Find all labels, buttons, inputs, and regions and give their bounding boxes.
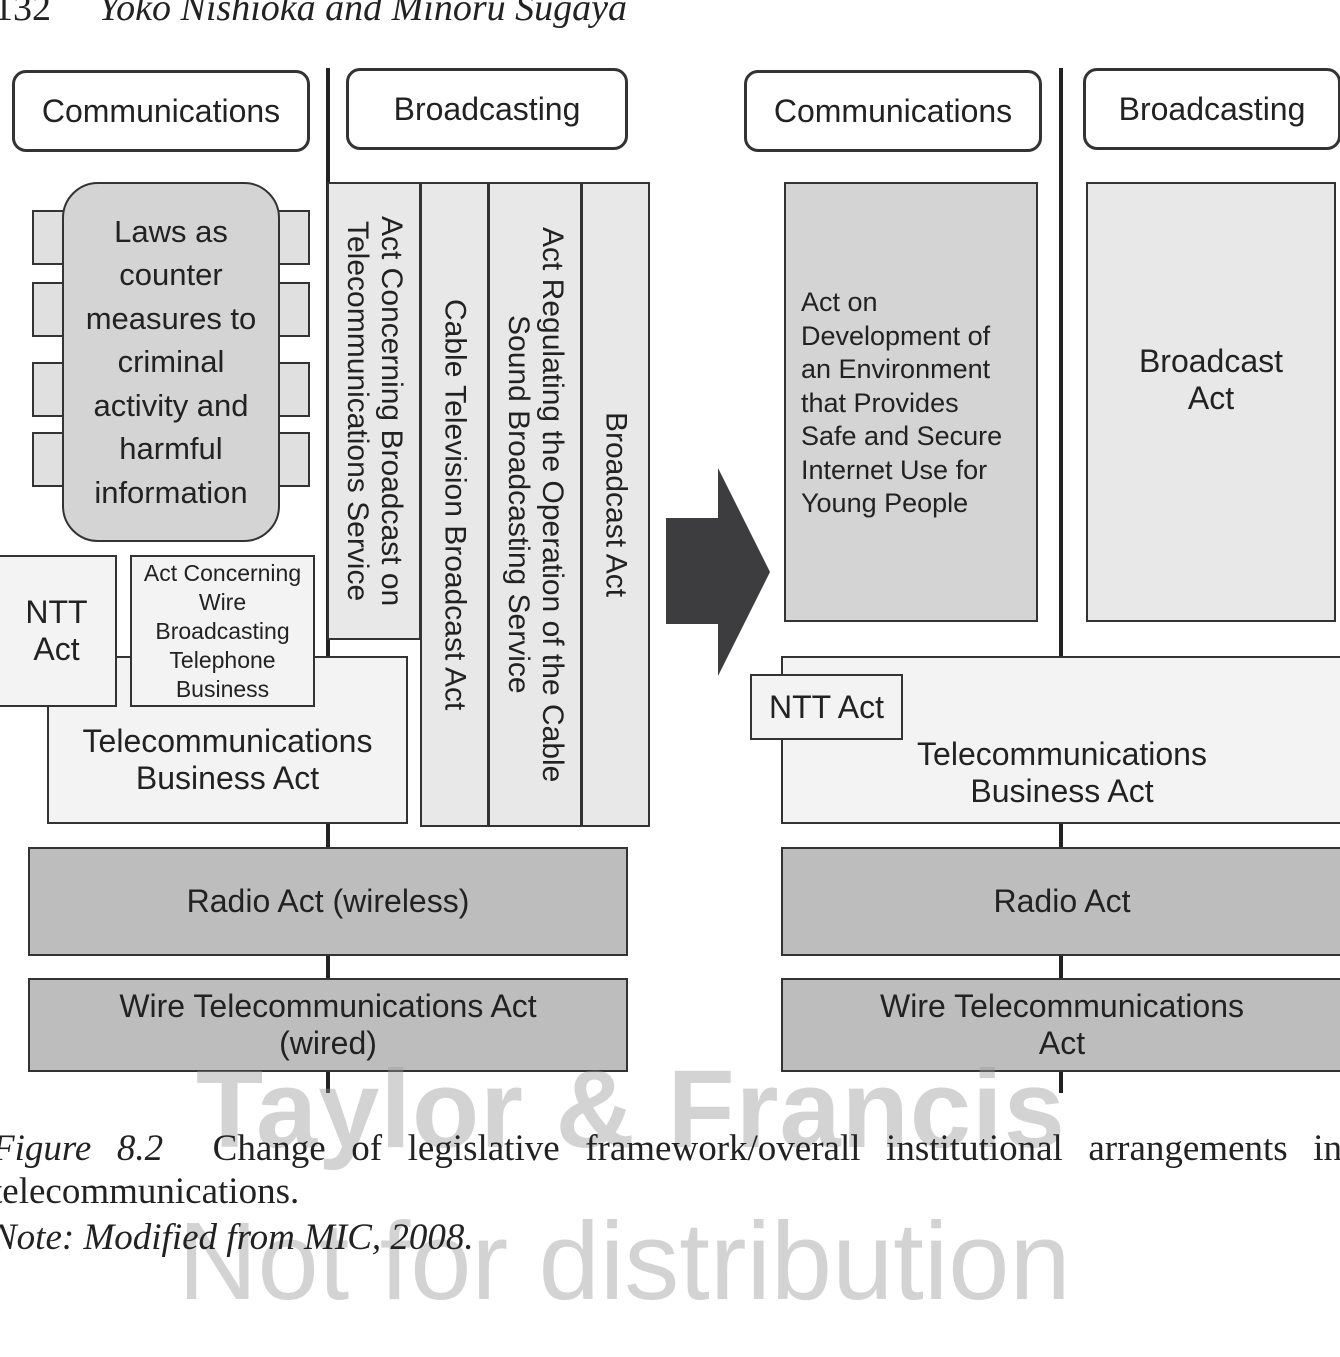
right-broadcast-act: Broadcast Act [1086,182,1336,622]
figure-caption-text: Change of legislative framework/overall … [0,1128,1340,1212]
right-radio-act: Radio Act [781,847,1340,956]
left-telecom-business-act: Telecommunications Business Act [47,656,408,824]
cable-tv-broadcast-act: Cable Television Broadcast Act [420,182,489,827]
figure-label: Figure 8.2 [0,1128,164,1169]
transition-arrow-icon [666,468,770,676]
watermark-line-1: Taylor & Francis [196,1048,1066,1171]
laws-countermeasures-box: Laws as counter measures to criminal act… [62,182,280,542]
right-wire-telecom-act: Wire Telecommunications Act [781,978,1340,1072]
left-ntt-act: NTT Act [0,555,117,707]
left-radio-act: Radio Act (wireless) [28,847,628,956]
right-ntt-act: NTT Act [750,674,903,740]
act-broadcast-on-telecom-service: Act Concerning Broadcast on Telecommunic… [327,182,421,640]
left-header-communications: Communications [12,70,310,152]
figure-note: Note: Modified from MIC, 2008. [0,1217,474,1258]
figure-caption: Figure 8.2 Change of legislative framewo… [0,1127,1340,1213]
wire-broadcasting-telephone-act: Act Concerning Wire Broadcasting Telepho… [130,555,315,707]
safe-internet-act: Act on Development of an Environment tha… [784,182,1038,622]
right-divider-line [1059,68,1063,1093]
left-wire-telecom-act: Wire Telecommunications Act (wired) [28,978,628,1072]
left-header-broadcasting: Broadcasting [346,68,628,150]
running-head-authors: Yoko Nishioka and Minoru Sugaya [98,0,628,29]
page-number: 132 [0,0,51,29]
left-broadcast-act: Broadcast Act [581,182,650,827]
right-header-communications: Communications [744,70,1042,152]
cable-sound-broadcasting-act: Act Regulating the Operation of the Cabl… [488,182,582,827]
running-head: 132 Yoko Nishioka and Minoru Sugaya [0,0,627,30]
right-header-broadcasting: Broadcasting [1083,68,1340,150]
watermark-line-2: Not for distribution [178,1200,1071,1323]
